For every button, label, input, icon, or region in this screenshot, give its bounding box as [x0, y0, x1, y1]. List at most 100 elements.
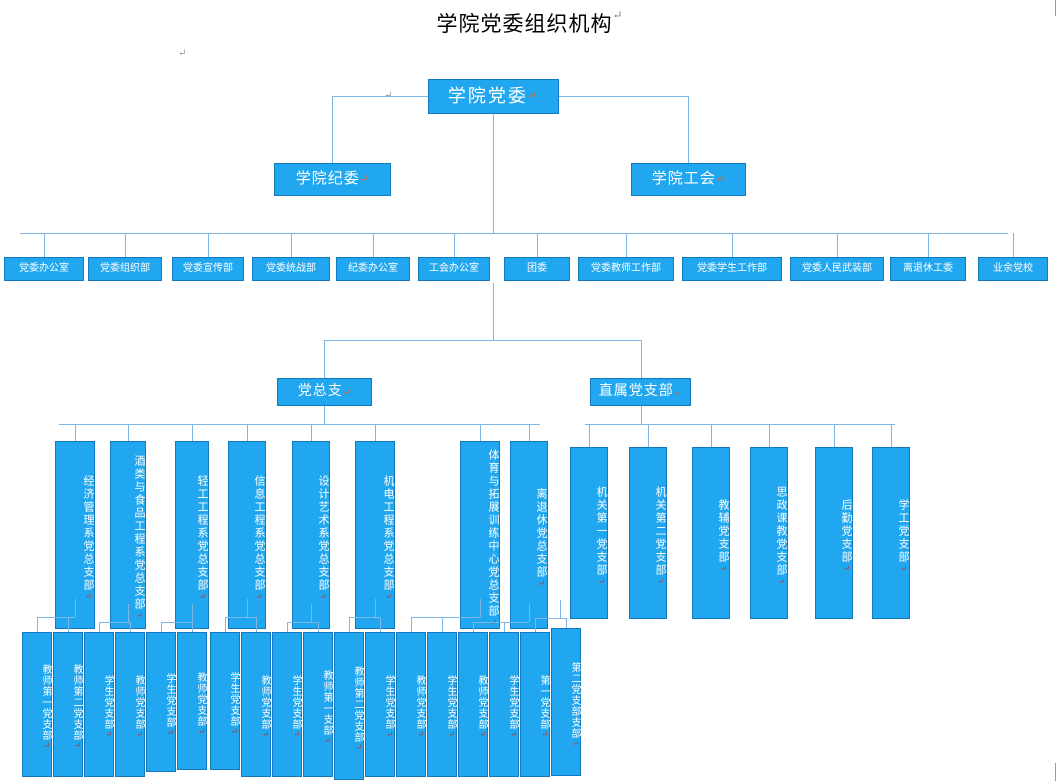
node-label: 体育与拓展训练中心党总支部 — [487, 448, 499, 618]
connector-leaf-stem-3 — [192, 604, 193, 622]
node-department-2[interactable]: 党委组织部 — [88, 257, 162, 281]
connector-leaf-bus-3 — [161, 622, 192, 623]
node-general-branch-3[interactable]: 轻工工程系党总支部↵ — [175, 441, 209, 629]
pilcrow-mark-stray-2: ↵ — [384, 90, 392, 101]
node-leaf-branch-1[interactable]: 教师第一党支部↵ — [22, 632, 52, 777]
connector-leaf-stem-8 — [529, 604, 530, 622]
node-label: 教师党支部 — [414, 675, 425, 731]
node-leaf-branch-14[interactable]: 学生党支部↵ — [427, 632, 457, 777]
node-direct-branch-3[interactable]: 教辅党支部↵ — [692, 447, 730, 619]
connector-direct-branch-drop-5 — [834, 424, 835, 447]
connector-root-right — [559, 96, 688, 97]
node-direct-branch-1[interactable]: 机关第一党支部↵ — [570, 447, 608, 619]
node-general-branch[interactable]: 党总支↵ — [277, 378, 372, 406]
connector-leaf-stem-6 — [375, 599, 376, 617]
node-label: 设计艺术系党总支部 — [317, 474, 329, 592]
node-leaf-branch-15[interactable]: 教师党支部↵ — [458, 632, 488, 777]
connector-leaf-drop-6-1 — [349, 617, 350, 632]
node-label: 学生党支部 — [228, 671, 239, 727]
node-department-6[interactable]: 工会办公室 — [418, 257, 490, 281]
node-general-branch-4[interactable]: 信息工程系党总支部↵ — [228, 441, 266, 629]
node-department-7[interactable]: 团委 — [504, 257, 570, 281]
node-department-8[interactable]: 党委教师工作部 — [578, 257, 674, 281]
pilcrow-mark: ↵ — [538, 578, 547, 588]
node-leaf-branch-5[interactable]: 学生党支部↵ — [146, 632, 176, 772]
page-corner-mark-top-right — [1045, 0, 1056, 16]
connector-root-left — [332, 96, 428, 97]
pilcrow-mark: ↵ — [355, 742, 363, 752]
node-label: 学院纪委 — [295, 170, 360, 187]
pilcrow-mark: ↵ — [510, 730, 518, 740]
node-leaf-branch-12[interactable]: 学生党支部↵ — [365, 632, 395, 777]
pilcrow-mark: ↵ — [167, 727, 175, 737]
node-general-branch-1[interactable]: 经济管理系党总支部↵ — [55, 441, 95, 629]
node-leaf-branch-11[interactable]: 教师第二党支部↵ — [334, 632, 364, 780]
node-label: 轻工工程系党总支部 — [196, 474, 208, 592]
node-leaf-branch-16[interactable]: 学生党支部↵ — [489, 632, 519, 777]
node-leaf-branch-3[interactable]: 学生党支部↵ — [84, 632, 114, 777]
node-general-branch-6[interactable]: 机电工程系党总支部↵ — [355, 441, 395, 629]
node-direct-branch[interactable]: 直属党支部↵ — [590, 378, 691, 406]
connector-leaf-drop-1-2 — [68, 617, 69, 632]
node-leaf-branch-17[interactable]: 第一党支部↵ — [520, 632, 550, 777]
node-department-3[interactable]: 党委宣传部 — [172, 257, 244, 281]
node-label: 纪委办公室 — [348, 263, 398, 275]
node-direct-branch-6[interactable]: 学工党支部↵ — [872, 447, 910, 619]
node-department-1[interactable]: 党委办公室 — [4, 257, 84, 281]
connector-leaf-drop-9-1 — [535, 618, 536, 632]
connector-general-branch-bus — [59, 424, 540, 425]
node-department-10[interactable]: 党委人民武装部 — [790, 257, 884, 281]
connector-department-drop-1 — [44, 233, 45, 257]
pilcrow-mark: ↵ — [386, 730, 394, 740]
connector-leaf-drop-2-2 — [130, 622, 131, 632]
node-general-branch-7[interactable]: 体育与拓展训练中心党总支部↵ — [460, 441, 500, 629]
node-direct-branch-2[interactable]: 机关第二党支部↵ — [629, 447, 667, 619]
node-leaf-branch-4[interactable]: 教师党支部↵ — [115, 632, 145, 777]
pilcrow-mark: ↵ — [198, 726, 206, 736]
node-leaf-branch-7[interactable]: 学生党支部↵ — [210, 632, 240, 770]
node-label: 团委 — [527, 263, 547, 275]
connector-leaf-drop-8-1 — [473, 622, 474, 632]
node-leaf-branch-13[interactable]: 教师党支部↵ — [396, 632, 426, 777]
connector-general-branch-drop-2 — [128, 424, 129, 441]
node-leaf-branch-18[interactable]: 第二党支部支部↵ — [551, 628, 581, 776]
node-leaf-branch-8[interactable]: 教师党支部↵ — [241, 632, 271, 777]
node-leaf-branch-2[interactable]: 教师第二党支部↵ — [53, 632, 83, 777]
pilcrow-mark: ↵ — [320, 591, 329, 601]
connector-leaf-drop-4-2 — [256, 617, 257, 632]
node-label: 学生党支部 — [102, 675, 113, 731]
node-department-11[interactable]: 离退休工委 — [890, 257, 966, 281]
node-labor-union[interactable]: 学院工会↵ — [631, 163, 746, 196]
node-general-branch-5[interactable]: 设计艺术系党总支部↵ — [292, 441, 330, 629]
node-leaf-branch-9[interactable]: 学生党支部↵ — [272, 632, 302, 777]
node-label: 教辅党支部 — [717, 498, 729, 564]
node-department-9[interactable]: 党委学生工作部 — [682, 257, 782, 281]
node-discipline-committee[interactable]: 学院纪委↵ — [274, 163, 391, 196]
pilcrow-mark: ↵ — [231, 726, 239, 736]
node-general-branch-2[interactable]: 酒类与食品工程系党总支部↵ — [110, 441, 146, 629]
node-label: 教师第二党支部 — [71, 664, 82, 742]
node-leaf-branch-10[interactable]: 教师第一支部↵ — [303, 632, 333, 777]
node-label: 机关第二党支部 — [654, 485, 666, 577]
node-label: 学生党支部 — [164, 672, 175, 728]
connector-direct-branch-drop-1 — [589, 424, 590, 447]
node-label: 教师第一党支部 — [40, 664, 51, 742]
connector-department-drop-12 — [1013, 233, 1014, 257]
connector-leaf-stem-5 — [311, 604, 312, 622]
node-direct-branch-4[interactable]: 思政课教党支部↵ — [750, 447, 788, 619]
connector-level3-bus — [324, 340, 642, 341]
node-department-12[interactable]: 业余党校 — [978, 257, 1048, 281]
node-label: 学生党支部 — [507, 675, 518, 731]
connector-department-drop-7 — [537, 233, 538, 257]
node-root-party-committee[interactable]: 学院党委↵ — [428, 79, 559, 114]
node-direct-branch-5[interactable]: 后勤党支部↵ — [815, 447, 853, 619]
connector-direct-branch-drop-3 — [711, 424, 712, 447]
connector-leaf-bus-9 — [535, 618, 566, 619]
connector-leaf-drop-9-2 — [566, 618, 567, 628]
node-general-branch-8[interactable]: 离退休党总支部↵ — [510, 441, 548, 629]
connector-department-bus — [20, 233, 1008, 234]
pilcrow-mark: ↵ — [448, 730, 456, 740]
node-department-5[interactable]: 纪委办公室 — [336, 257, 410, 281]
node-leaf-branch-6[interactable]: 教师党支部↵ — [177, 632, 207, 770]
node-department-4[interactable]: 党委统战部 — [252, 257, 330, 281]
